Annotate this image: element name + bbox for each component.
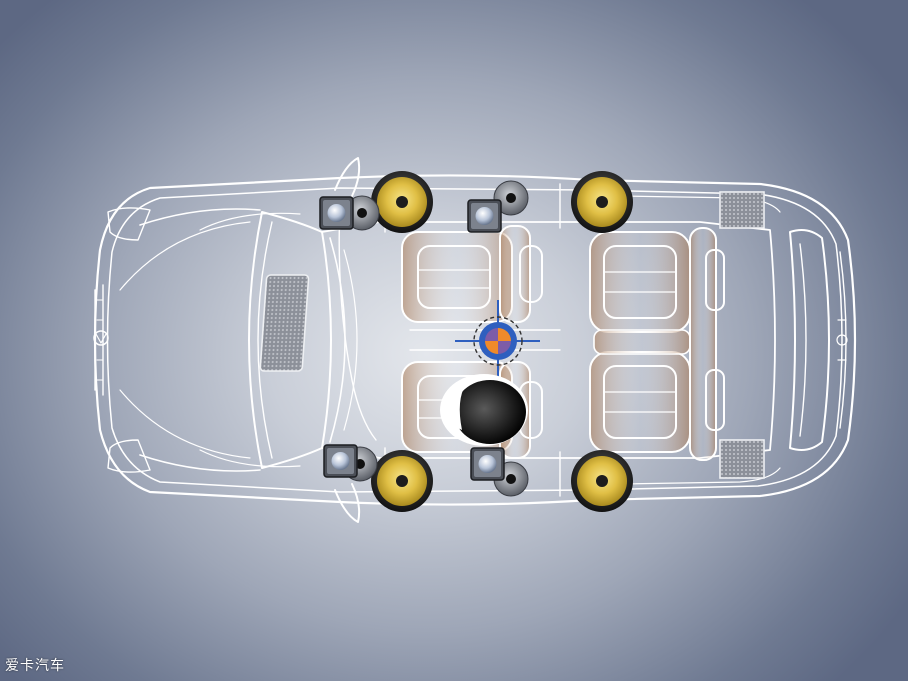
rear-logo-icon (836, 334, 848, 346)
woofer-speaker-icon (571, 450, 633, 512)
mirror-top (334, 157, 361, 197)
headlight-right (107, 439, 151, 473)
woofer-speaker-icon (371, 171, 433, 233)
hood-crease-top (119, 221, 251, 291)
tweeter-speaker-icon (470, 447, 505, 481)
hood-line-top (139, 208, 261, 226)
tweeter-speaker-icon (319, 196, 354, 230)
rear-vent-icon (719, 191, 765, 229)
rear-window (789, 229, 830, 451)
listener-head-icon (440, 374, 528, 446)
front-logo-icon (93, 330, 109, 346)
sweet-spot-target-icon (455, 300, 540, 384)
mirror-bottom (334, 483, 361, 523)
midrange-speaker-icon (493, 180, 529, 216)
tweeter-speaker-icon (323, 444, 358, 478)
woofer-speaker-icon (571, 171, 633, 233)
speakers (319, 171, 633, 512)
dashboard (329, 237, 346, 443)
rear-vents (259, 191, 765, 479)
dashboard-vent-icon (259, 274, 310, 372)
woofer-speaker-icon (371, 450, 433, 512)
tweeter-speaker-icon (467, 199, 502, 233)
hood-line-bottom (139, 454, 261, 472)
seat-front-left (401, 225, 543, 323)
hood-crease-bottom (119, 389, 251, 459)
watermark: 爱卡汽车 (5, 658, 65, 674)
roof-outline (321, 221, 776, 459)
car-body-inner (106, 187, 843, 493)
seat-rear-bench (589, 227, 725, 461)
rear-bumper (839, 251, 847, 429)
headlight-left (107, 207, 151, 241)
rear-vent-icon (719, 439, 765, 479)
